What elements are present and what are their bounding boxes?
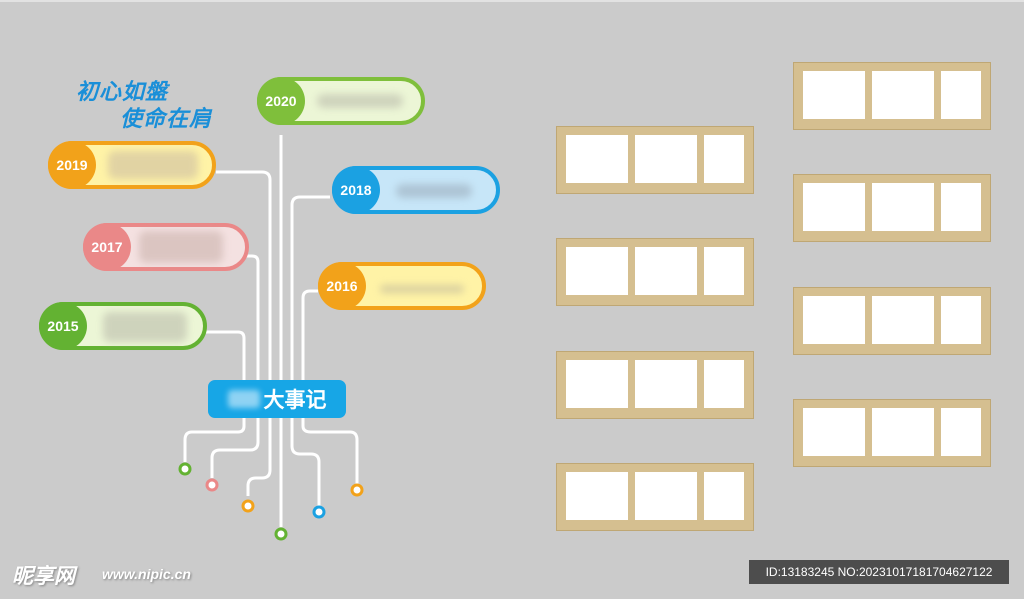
slogan-line-2: 使命在肩: [120, 106, 213, 131]
end-dot-2019: [241, 499, 255, 513]
year-pill-2017: 2017: [83, 223, 249, 271]
photo-slot: [704, 472, 744, 520]
photo-slot: [803, 296, 865, 344]
photo-slot: [872, 71, 934, 119]
photo-frame: [556, 238, 754, 306]
watermark-logo: 昵享网: [12, 565, 75, 588]
blurred-text: [103, 312, 187, 342]
photo-slot: [872, 408, 934, 456]
blurred-text: [139, 231, 223, 263]
blurred-text: [380, 285, 464, 293]
photo-slot: [803, 408, 865, 456]
year-pill-2018: 2018: [332, 166, 500, 214]
photo-slot: [566, 135, 628, 183]
end-dot-2020: [274, 527, 288, 541]
blurred-text: [317, 94, 403, 108]
photo-slot: [566, 360, 628, 408]
year-pill-2019: 2019: [48, 141, 216, 189]
photo-slot: [872, 183, 934, 231]
photo-frame: [793, 174, 991, 242]
photo-slot: [566, 247, 628, 295]
year-badge-2015: 2015: [39, 302, 87, 350]
watermark-id: ID:13183245 NO:20231017181704627122: [749, 560, 1009, 584]
photo-slot: [803, 71, 865, 119]
end-dot-2017: [205, 478, 219, 492]
photo-frame: [793, 399, 991, 467]
photo-slot: [704, 247, 744, 295]
photo-slot: [704, 360, 744, 408]
photo-slot: [635, 247, 697, 295]
end-dot-2016: [350, 483, 364, 497]
blurred-prefix: [227, 390, 260, 408]
slogan-line-1: 初心如盤: [76, 79, 169, 104]
top-border-line: [0, 0, 1024, 2]
year-badge-2018: 2018: [332, 166, 380, 214]
blurred-text: [396, 184, 472, 198]
year-pill-2016: 2016: [318, 262, 486, 310]
photo-slot: [635, 360, 697, 408]
year-pill-2020: 2020: [257, 77, 425, 125]
photo-slot: [566, 472, 628, 520]
photo-slot: [941, 408, 981, 456]
end-dot-2015: [178, 462, 192, 476]
end-dot-2018: [312, 505, 326, 519]
year-badge-2017: 2017: [83, 223, 131, 271]
photo-frame: [793, 287, 991, 355]
center-title-badge: 大事记: [208, 380, 346, 418]
photo-frame: [556, 463, 754, 531]
year-badge-2016: 2016: [318, 262, 366, 310]
photo-slot: [635, 472, 697, 520]
photo-slot: [941, 296, 981, 344]
photo-slot: [941, 71, 981, 119]
photo-slot: [704, 135, 744, 183]
watermark-url: www.nipic.cn: [102, 566, 191, 582]
photo-slot: [635, 135, 697, 183]
photo-slot: [941, 183, 981, 231]
photo-frame: [793, 62, 991, 130]
year-badge-2020: 2020: [257, 77, 305, 125]
year-badge-2019: 2019: [48, 141, 96, 189]
year-pill-2015: 2015: [39, 302, 207, 350]
blurred-text: [108, 151, 198, 179]
photo-slot: [803, 183, 865, 231]
photo-frame: [556, 126, 754, 194]
photo-slot: [872, 296, 934, 344]
photo-frame: [556, 351, 754, 419]
center-title-text: 大事记: [263, 389, 327, 412]
